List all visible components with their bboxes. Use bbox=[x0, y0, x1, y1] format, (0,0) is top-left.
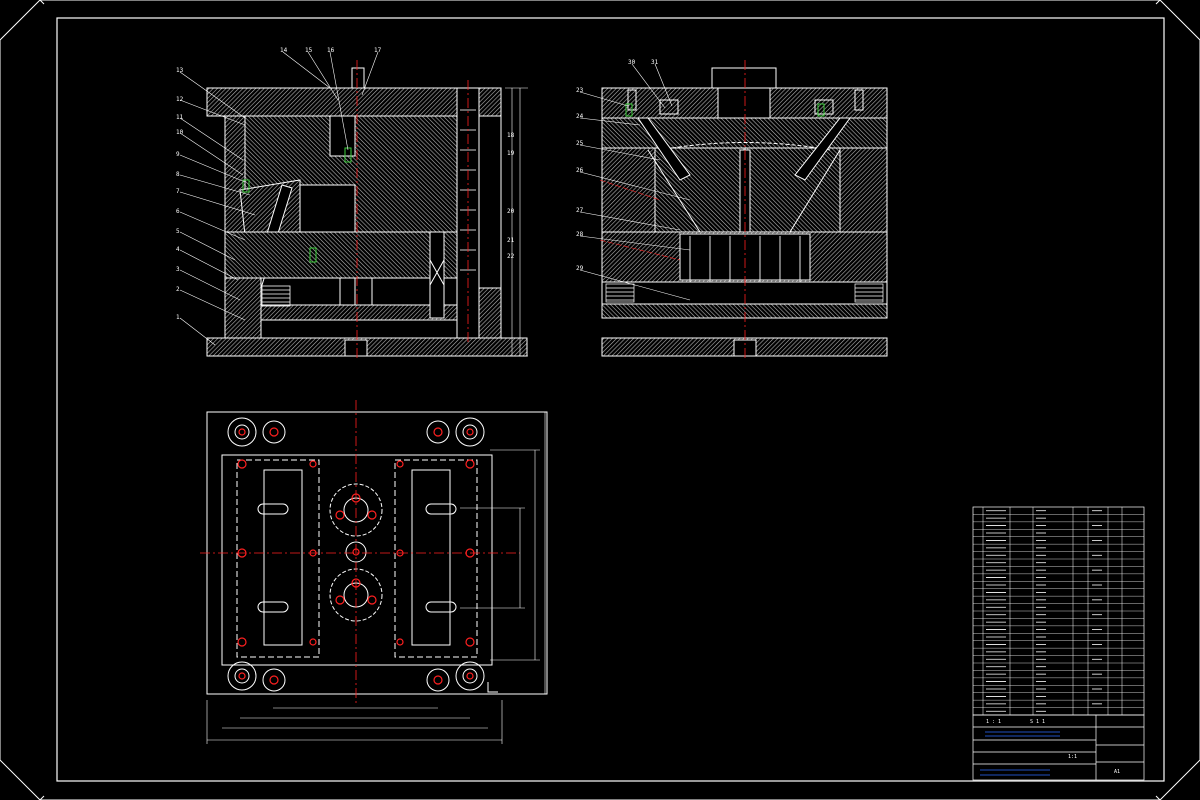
callout-9: 9 bbox=[176, 151, 180, 158]
inner-frame bbox=[56, 17, 1165, 782]
callout-26: 26 bbox=[576, 167, 584, 174]
callout-24: 24 bbox=[576, 113, 584, 120]
callout-22: 22 bbox=[507, 253, 515, 260]
callout-27: 27 bbox=[576, 207, 584, 214]
technical-requirements bbox=[686, 640, 691, 675]
sheet-mark: S 1 1 bbox=[1030, 719, 1045, 725]
callout-23: 23 bbox=[576, 87, 584, 94]
callout-14: 14 bbox=[280, 47, 288, 54]
bill-of-materials bbox=[972, 506, 1145, 716]
title-block-text: 1 : 1 S 1 1 1:1 A1 bbox=[986, 719, 1120, 775]
callout-3: 3 bbox=[176, 266, 180, 273]
callout-18: 18 bbox=[507, 132, 515, 139]
scale-value: 1:1 bbox=[1068, 754, 1077, 760]
callout-15: 15 bbox=[305, 47, 313, 54]
callout-4: 4 bbox=[176, 246, 180, 253]
callout-11: 11 bbox=[176, 114, 184, 121]
callout-29: 29 bbox=[576, 265, 584, 272]
title-block bbox=[972, 714, 1145, 781]
callout-20: 20 bbox=[507, 208, 515, 215]
callout-13: 13 bbox=[176, 67, 184, 74]
callout-28: 28 bbox=[576, 231, 584, 238]
sheet-size: A1 bbox=[1114, 769, 1120, 775]
callout-8: 8 bbox=[176, 171, 180, 178]
front-section-view bbox=[179, 51, 528, 360]
front-view-callouts: 13 12 11 10 9 8 7 6 5 4 3 2 1 14 15 16 1… bbox=[176, 47, 515, 321]
side-section-view bbox=[579, 60, 888, 360]
callout-6: 6 bbox=[176, 208, 180, 215]
callout-16: 16 bbox=[327, 47, 335, 54]
callout-1: 1 bbox=[176, 314, 180, 321]
callout-10: 10 bbox=[176, 129, 184, 136]
callout-5: 5 bbox=[176, 228, 180, 235]
callout-21: 21 bbox=[507, 237, 515, 244]
callout-19: 19 bbox=[507, 150, 515, 157]
callout-17: 17 bbox=[374, 47, 382, 54]
callout-12: 12 bbox=[176, 96, 184, 103]
callout-25: 25 bbox=[576, 140, 584, 147]
scale-mark: 1 : 1 bbox=[986, 719, 1001, 725]
side-view-callouts: 23 24 25 26 27 28 29 30 31 bbox=[576, 59, 659, 272]
callout-31: 31 bbox=[651, 59, 659, 66]
plan-view bbox=[200, 400, 548, 744]
frame-corner-marks bbox=[39, 0, 1161, 800]
callout-30: 30 bbox=[628, 59, 636, 66]
callout-7: 7 bbox=[176, 188, 180, 195]
callout-2: 2 bbox=[176, 286, 180, 293]
